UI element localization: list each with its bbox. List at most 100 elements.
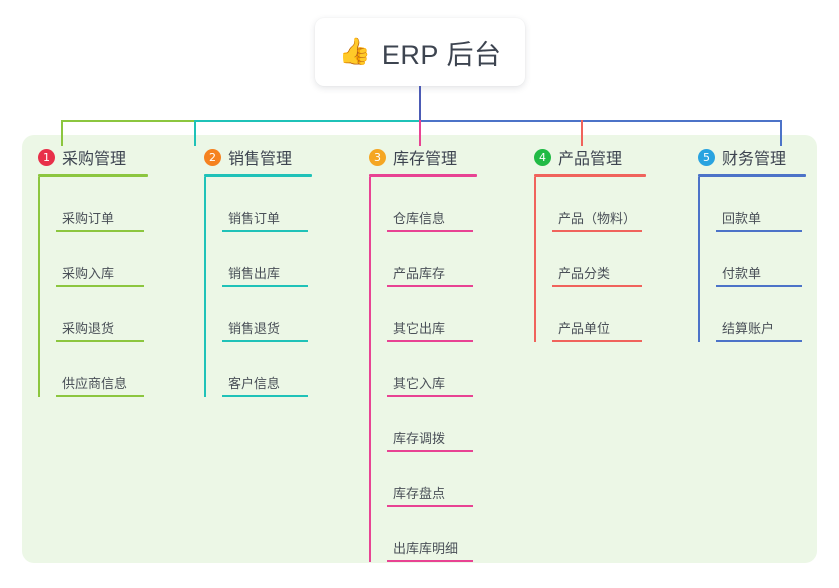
leaf-item-underline — [387, 560, 473, 562]
bus-segment-2 — [194, 120, 419, 122]
leaf-item-label: 其它出库 — [393, 321, 446, 336]
leaf-item[interactable]: 出库库明细 — [387, 507, 477, 562]
branch-header-3[interactable]: 3 库存管理 — [369, 146, 477, 168]
root-node-title: ERP 后台 — [381, 39, 502, 70]
leaf-item-label: 客户信息 — [228, 376, 281, 391]
branch-spine-line — [38, 177, 40, 397]
root-node-content: 👍 ERP 后台 — [339, 33, 502, 72]
leaf-item[interactable]: 产品分类 — [552, 232, 646, 287]
branch-title: 产品管理 — [558, 151, 623, 168]
leaf-item-underline — [387, 230, 473, 232]
leaf-item-label: 付款单 — [722, 266, 762, 281]
leaf-item-underline — [716, 230, 802, 232]
diagram-background-panel — [22, 135, 817, 563]
branch-underline — [534, 174, 646, 177]
branch-underline — [204, 174, 312, 177]
leaf-item-label: 回款单 — [722, 211, 762, 226]
leaf-item-underline — [387, 395, 473, 397]
branch-leaf-list: 采购订单采购入库采购退货供应商信息 — [38, 177, 148, 397]
leaf-item-underline — [716, 285, 802, 287]
leaf-item[interactable]: 销售退货 — [222, 287, 312, 342]
branch-number-badge: 3 — [369, 148, 386, 166]
leaf-item-underline — [222, 340, 308, 342]
bus-segment-3 — [419, 120, 780, 122]
leaf-item-label: 库存盘点 — [393, 486, 446, 501]
leaf-item-underline — [387, 285, 473, 287]
branch-drop-line-5 — [780, 120, 782, 146]
root-node-erp-backend[interactable]: 👍 ERP 后台 — [315, 18, 525, 86]
leaf-item[interactable]: 采购入库 — [56, 232, 148, 287]
leaf-item-label: 采购退货 — [62, 321, 115, 336]
leaf-item[interactable]: 回款单 — [716, 177, 806, 232]
branch-column-3[interactable]: 3 库存管理仓库信息产品库存其它出库其它入库库存调拨库存盘点出库库明细 — [369, 146, 477, 562]
leaf-item[interactable]: 采购退货 — [56, 287, 148, 342]
bus-segment-1 — [61, 120, 194, 122]
branch-spine-line — [534, 177, 536, 342]
branch-header-5[interactable]: 5 财务管理 — [698, 146, 806, 168]
leaf-item-label: 销售退货 — [228, 321, 281, 336]
leaf-item[interactable]: 客户信息 — [222, 342, 312, 397]
leaf-item-underline — [552, 230, 642, 232]
leaf-item-label: 结算账户 — [722, 321, 775, 336]
branch-drop-line-2 — [194, 120, 196, 146]
branch-title: 采购管理 — [62, 151, 127, 168]
leaf-item[interactable]: 仓库信息 — [387, 177, 477, 232]
branch-column-4[interactable]: 4 产品管理产品（物料） 产品分类产品单位 — [534, 146, 646, 342]
leaf-item-label: 其它入库 — [393, 376, 446, 391]
leaf-item-underline — [222, 230, 308, 232]
leaf-item-underline — [56, 230, 144, 232]
branch-underline — [369, 174, 477, 177]
leaf-item[interactable]: 销售出库 — [222, 232, 312, 287]
branch-header-4[interactable]: 4 产品管理 — [534, 146, 646, 168]
leaf-item[interactable]: 付款单 — [716, 232, 806, 287]
leaf-item-label: 产品分类 — [558, 266, 611, 281]
leaf-item-underline — [552, 285, 642, 287]
leaf-item-label: 销售出库 — [228, 266, 281, 281]
leaf-item-label: 采购订单 — [62, 211, 115, 226]
branch-spine-line — [204, 177, 206, 397]
leaf-item[interactable]: 产品单位 — [552, 287, 646, 342]
leaf-item[interactable]: 产品库存 — [387, 232, 477, 287]
leaf-item-label: 销售订单 — [228, 211, 281, 226]
leaf-item[interactable]: 销售订单 — [222, 177, 312, 232]
leaf-item-label: 产品单位 — [558, 321, 611, 336]
branch-column-5[interactable]: 5 财务管理回款单付款单结算账户 — [698, 146, 806, 342]
branch-number-badge: 4 — [534, 148, 551, 166]
leaf-item-underline — [387, 505, 473, 507]
leaf-item-underline — [56, 395, 144, 397]
branch-title: 销售管理 — [228, 151, 293, 168]
leaf-item[interactable]: 产品（物料） — [552, 177, 646, 232]
leaf-item[interactable]: 采购订单 — [56, 177, 148, 232]
leaf-item[interactable]: 其它出库 — [387, 287, 477, 342]
branch-number-badge: 5 — [698, 148, 715, 166]
leaf-item-label: 仓库信息 — [393, 211, 446, 226]
leaf-item-label: 产品库存 — [393, 266, 446, 281]
branch-leaf-list: 仓库信息产品库存其它出库其它入库库存调拨库存盘点出库库明细 — [369, 177, 477, 562]
leaf-item[interactable]: 结算账户 — [716, 287, 806, 342]
branch-number-badge: 2 — [204, 148, 221, 166]
leaf-item[interactable]: 库存调拨 — [387, 397, 477, 452]
branch-leaf-list: 回款单付款单结算账户 — [698, 177, 806, 342]
leaf-item-underline — [56, 285, 144, 287]
branch-underline — [38, 174, 148, 177]
leaf-item[interactable]: 供应商信息 — [56, 342, 148, 397]
thumbs-up-icon: 👍 — [338, 37, 371, 67]
leaf-item-underline — [387, 450, 473, 452]
leaf-item[interactable]: 库存盘点 — [387, 452, 477, 507]
branch-spine-line — [369, 177, 371, 562]
leaf-item-underline — [222, 395, 308, 397]
leaf-item-underline — [56, 340, 144, 342]
branch-drop-line-3 — [419, 120, 421, 146]
branch-title: 财务管理 — [722, 151, 787, 168]
branch-column-2[interactable]: 2 销售管理销售订单销售出库销售退货客户信息 — [204, 146, 312, 397]
leaf-item-label: 出库库明细 — [393, 541, 459, 556]
branch-header-2[interactable]: 2 销售管理 — [204, 146, 312, 168]
leaf-item-underline — [552, 340, 642, 342]
branch-drop-line-4 — [581, 120, 583, 146]
branch-drop-line-1 — [61, 120, 63, 146]
leaf-item[interactable]: 其它入库 — [387, 342, 477, 397]
branch-title: 库存管理 — [393, 151, 458, 168]
